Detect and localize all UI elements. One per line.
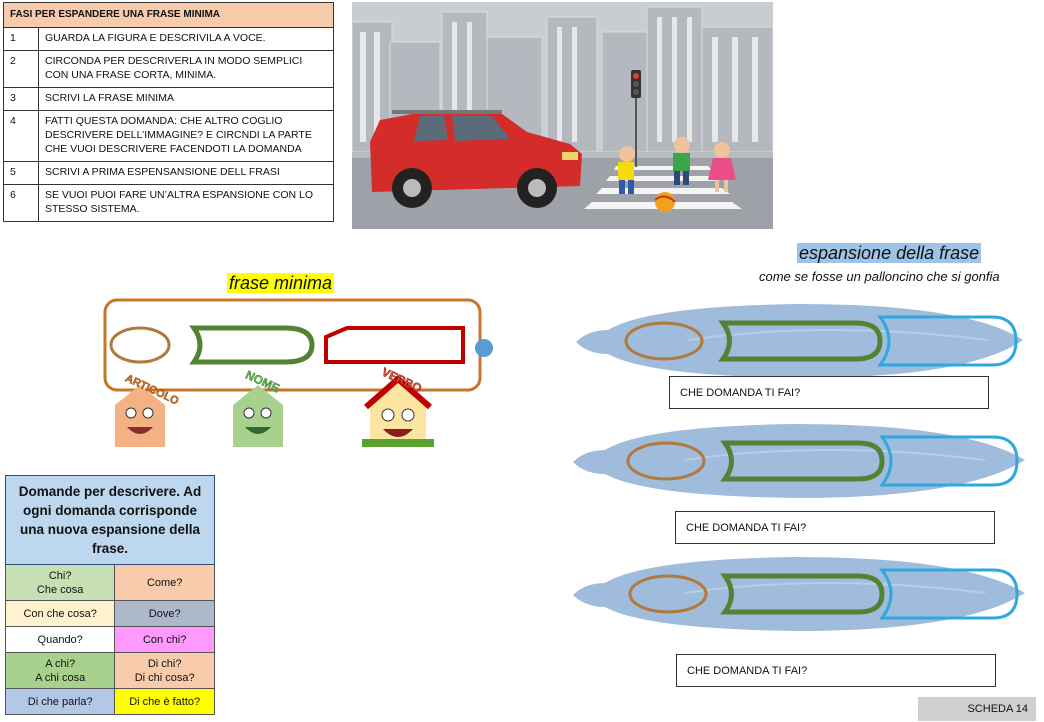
domande-header: Domande per descrivere. Ad ogni domanda … bbox=[5, 475, 215, 565]
articolo-shape bbox=[624, 321, 704, 361]
step-number: 5 bbox=[3, 161, 39, 185]
articolo-shape bbox=[628, 574, 708, 614]
nome-shape bbox=[720, 573, 885, 615]
expansion-shape bbox=[879, 568, 1019, 620]
articolo-shape bbox=[626, 441, 706, 481]
sentence-frame bbox=[103, 298, 482, 392]
verbo-mascot bbox=[362, 375, 434, 447]
street-scene-illustration bbox=[352, 2, 773, 229]
domanda-cell: Di che parla? bbox=[4, 688, 116, 715]
nome-shape bbox=[720, 440, 885, 482]
expansion-shape bbox=[879, 435, 1019, 487]
expansion-balloon-1 bbox=[576, 304, 1023, 378]
frase-minima-title: frase minima bbox=[227, 273, 335, 293]
step-number: 6 bbox=[3, 184, 39, 222]
espansione-subtitle: come se fosse un palloncino che si gonfi… bbox=[759, 269, 1000, 284]
domanda-cell: Con che cosa? bbox=[4, 600, 116, 627]
step-number: 1 bbox=[3, 27, 39, 51]
domanda-cell: Con chi? bbox=[114, 626, 215, 653]
domanda-cell: Come? bbox=[114, 564, 215, 601]
domanda-cell: Di chi?Di chi cosa? bbox=[114, 652, 215, 689]
domande-table: Domande per descrivere. Ad ogni domanda … bbox=[4, 475, 215, 715]
domanda-cell: Dove? bbox=[114, 600, 215, 627]
steps-title: FASI PER ESPANDERE UNA FRASE MINIMA bbox=[3, 2, 334, 28]
step-text: GUARDA LA FIGURA E DESCRIVILA A VOCE. bbox=[38, 27, 334, 51]
scheda-label: SCHEDA 14 bbox=[918, 697, 1036, 721]
question-box-2[interactable]: CHE DOMANDA TI FAI? bbox=[675, 511, 995, 544]
connector-dot bbox=[475, 339, 493, 357]
articolo-mascot bbox=[115, 385, 165, 447]
step-number: 2 bbox=[3, 50, 39, 88]
step-number: 3 bbox=[3, 87, 39, 111]
frase-minima-diagram: ARTICOLO NOME VERBO bbox=[103, 298, 493, 447]
step-text: SCRIVI A PRIMA ESPENSANSIONE DELL FRASI bbox=[38, 161, 334, 185]
espansione-title: espansione della frase bbox=[797, 243, 982, 263]
domanda-cell: A chi?A chi cosa bbox=[4, 652, 116, 689]
domanda-cell: Di che è fatto? bbox=[114, 688, 215, 715]
step-text: FATTI QUESTA DOMANDA: CHE ALTRO COGLIO D… bbox=[38, 110, 334, 162]
question-box-1[interactable]: CHE DOMANDA TI FAI? bbox=[669, 376, 989, 409]
nome-shape bbox=[189, 325, 315, 365]
nome-mascot bbox=[233, 385, 283, 447]
expansion-shape bbox=[877, 315, 1018, 367]
step-text: SCRIVI LA FRASE MINIMA bbox=[38, 87, 334, 111]
articolo-shape bbox=[109, 326, 171, 364]
question-box-3[interactable]: CHE DOMANDA TI FAI? bbox=[676, 654, 996, 687]
domanda-cell: Chi?Che cosa bbox=[4, 564, 116, 601]
step-text: CIRCONDA PER DESCRIVERLA IN MODO SEMPLIC… bbox=[38, 50, 334, 88]
expansion-balloon-3 bbox=[573, 557, 1025, 631]
expansion-balloon-2 bbox=[573, 424, 1025, 498]
domanda-cell: Quando? bbox=[4, 626, 116, 653]
step-text: SE VUOI PUOI FARE UN’ALTRA ESPANSIONE CO… bbox=[38, 184, 334, 222]
step-number: 4 bbox=[3, 110, 39, 162]
nome-shape bbox=[718, 320, 883, 362]
verbo-shape bbox=[324, 326, 465, 364]
